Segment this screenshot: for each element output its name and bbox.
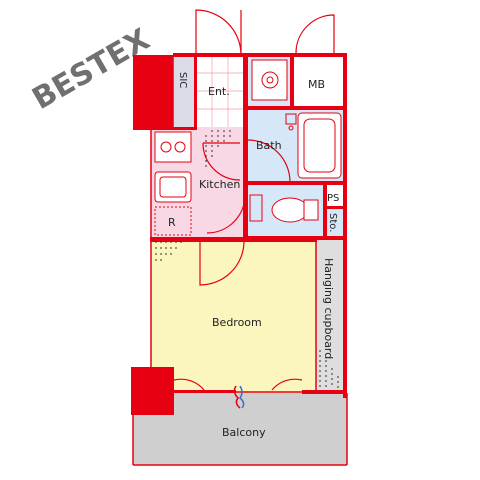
mb-floor bbox=[293, 55, 344, 108]
washbasin bbox=[251, 59, 288, 101]
entrance-door bbox=[195, 9, 242, 56]
washbasin-small bbox=[249, 194, 263, 222]
kitchen-door bbox=[202, 142, 241, 181]
bedroom-label: Bedroom bbox=[212, 316, 262, 329]
mb-door bbox=[295, 14, 335, 54]
ps-label: PS bbox=[327, 193, 339, 204]
storage-floor bbox=[325, 208, 344, 238]
cooktop bbox=[154, 131, 192, 163]
walls bbox=[131, 53, 347, 415]
ac-unit-icon bbox=[233, 385, 245, 409]
hanging-cupboard-floor bbox=[316, 240, 344, 393]
sic-floor bbox=[173, 55, 196, 127]
balcony-label: Balcony bbox=[222, 426, 266, 439]
bedroom-door bbox=[199, 241, 245, 286]
entrance-tile-grid bbox=[196, 55, 245, 127]
refrigerator-space bbox=[154, 206, 192, 236]
bath-door bbox=[247, 139, 291, 183]
sic-label: SIC bbox=[177, 72, 188, 88]
hanging-cupboard-label: Hanging cupboard bbox=[322, 258, 335, 359]
balcony-sliding-door bbox=[173, 378, 303, 391]
toilet bbox=[271, 197, 319, 223]
storage-label: Sto. bbox=[327, 213, 338, 232]
shower bbox=[285, 113, 297, 131]
bath-label: Bath bbox=[256, 139, 282, 152]
bedroom-floor bbox=[151, 240, 316, 393]
kitchen-label: Kitchen bbox=[199, 178, 240, 191]
mb-label: MB bbox=[308, 78, 325, 91]
bathtub bbox=[297, 112, 342, 179]
thin-walls bbox=[132, 55, 348, 466]
kitchen-sink bbox=[154, 171, 192, 203]
refrigerator-label: R bbox=[168, 216, 176, 229]
entrance-label: Ent. bbox=[208, 85, 230, 98]
hatching bbox=[155, 130, 339, 388]
kitchen-swing-door bbox=[206, 194, 246, 234]
